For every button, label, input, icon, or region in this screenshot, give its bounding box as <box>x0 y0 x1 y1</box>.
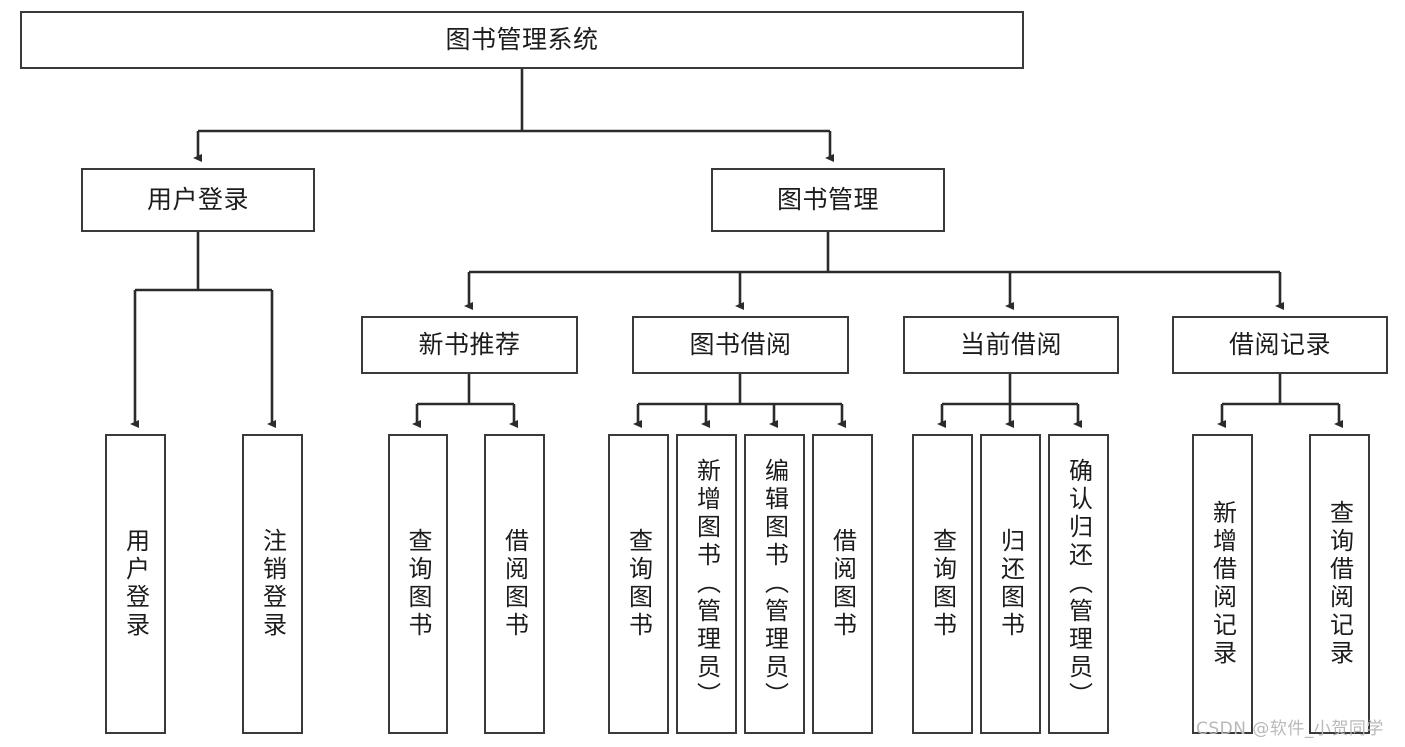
node-book-borrow[interactable]: 图书借阅 <box>632 316 849 374</box>
node-borrow-record[interactable]: 借阅记录 <box>1172 316 1388 374</box>
node-label: 注销登录 <box>258 528 287 640</box>
node-current-borrow[interactable]: 当前借阅 <box>903 316 1119 374</box>
node-new-book-recommend[interactable]: 新书推荐 <box>361 316 578 374</box>
node-label: 编辑图书（管理员） <box>760 458 789 710</box>
node-leaf-query-book-current[interactable]: 查询图书 <box>912 434 973 734</box>
node-label: 查询图书 <box>624 528 653 640</box>
node-leaf-user-login[interactable]: 用户登录 <box>105 434 166 734</box>
node-leaf-user-logout[interactable]: 注销登录 <box>242 434 303 734</box>
csdn-watermark: CSDN @软件_小贺同学 <box>1196 719 1384 739</box>
node-label: 图书管理 <box>776 184 879 214</box>
node-label: 借阅图书 <box>500 528 529 640</box>
node-label: 图书借阅 <box>689 329 792 359</box>
node-label: 归还图书 <box>996 528 1025 640</box>
node-label: 查询图书 <box>928 528 957 640</box>
node-label: 图书管理系统 <box>445 24 599 54</box>
node-leaf-query-borrow-record[interactable]: 查询借阅记录 <box>1309 434 1370 734</box>
node-label: 新增借阅记录 <box>1208 500 1237 668</box>
node-leaf-query-book-borrow[interactable]: 查询图书 <box>608 434 669 734</box>
node-leaf-add-borrow-record[interactable]: 新增借阅记录 <box>1192 434 1253 734</box>
node-label: 确认归还（管理员） <box>1064 458 1093 710</box>
node-label: 查询借阅记录 <box>1325 500 1354 668</box>
node-label: 借阅图书 <box>828 528 857 640</box>
node-leaf-edit-book[interactable]: 编辑图书（管理员） <box>744 434 805 734</box>
node-leaf-borrow-book-recommend[interactable]: 借阅图书 <box>484 434 545 734</box>
node-label: 借阅记录 <box>1228 329 1331 359</box>
node-root-system[interactable]: 图书管理系统 <box>20 11 1024 69</box>
node-label: 用户登录 <box>121 528 150 640</box>
node-leaf-add-book[interactable]: 新增图书（管理员） <box>676 434 737 734</box>
node-label: 当前借阅 <box>959 329 1062 359</box>
node-leaf-query-book-recommend[interactable]: 查询图书 <box>388 434 448 734</box>
node-leaf-borrow-book[interactable]: 借阅图书 <box>812 434 873 734</box>
node-label: 新增图书（管理员） <box>692 458 721 710</box>
node-label: 查询图书 <box>404 528 432 640</box>
node-user-login[interactable]: 用户登录 <box>81 168 315 232</box>
node-label: 新书推荐 <box>418 329 521 359</box>
node-leaf-confirm-return[interactable]: 确认归还（管理员） <box>1048 434 1109 734</box>
node-book-management[interactable]: 图书管理 <box>711 168 945 232</box>
node-leaf-return-book[interactable]: 归还图书 <box>980 434 1041 734</box>
node-label: 用户登录 <box>146 184 249 214</box>
